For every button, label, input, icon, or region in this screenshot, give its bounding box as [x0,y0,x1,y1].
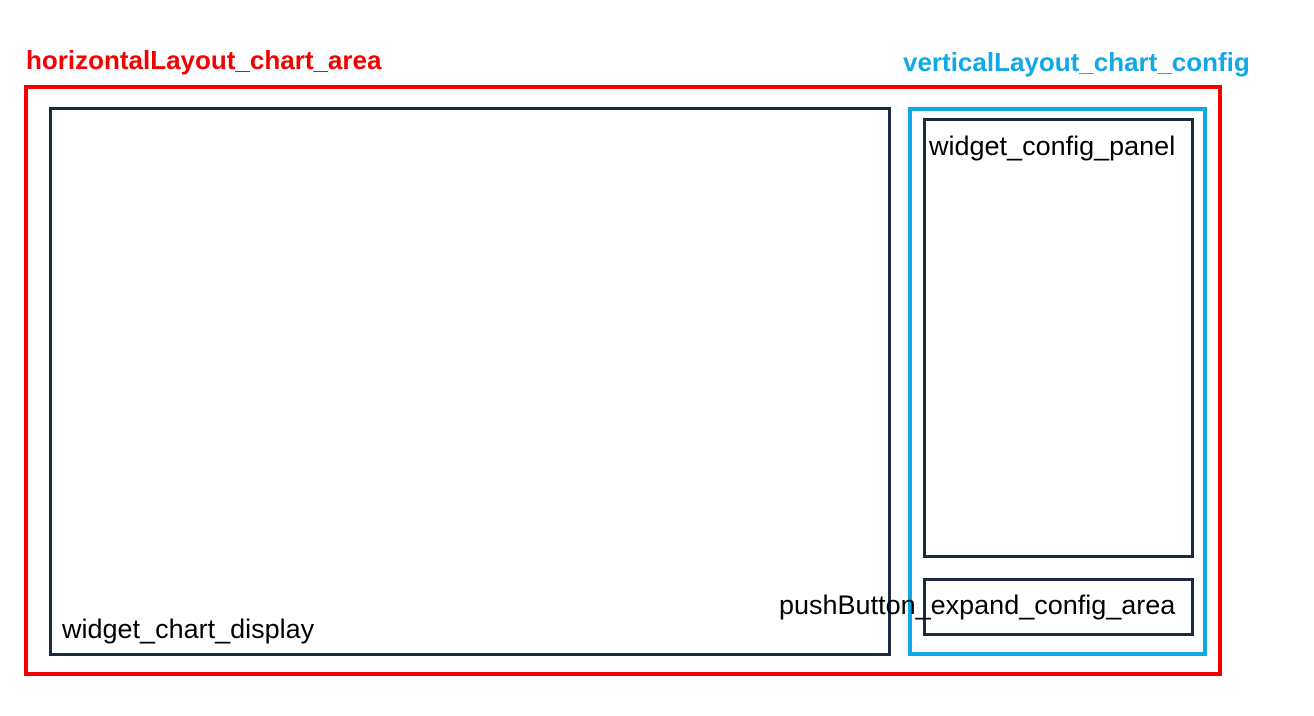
pushbutton-expand-config-area-label: pushButton_expand_config_area [779,590,1176,620]
widget-chart-display-label: widget_chart_display [62,614,315,644]
vertical-layout-chart-config-box [908,107,1207,656]
widget-config-panel-label: widget_config_panel [929,131,1176,161]
horizontal-layout-chart-area-box [24,85,1222,676]
pushbutton-expand-config-area[interactable] [923,578,1194,636]
vertical-layout-chart-config-label: verticalLayout_chart_config [903,47,1250,77]
horizontal-layout-chart-area-label: horizontalLayout_chart_area [26,45,382,75]
widget-chart-display[interactable] [49,107,891,656]
widget-config-panel[interactable] [923,118,1194,558]
